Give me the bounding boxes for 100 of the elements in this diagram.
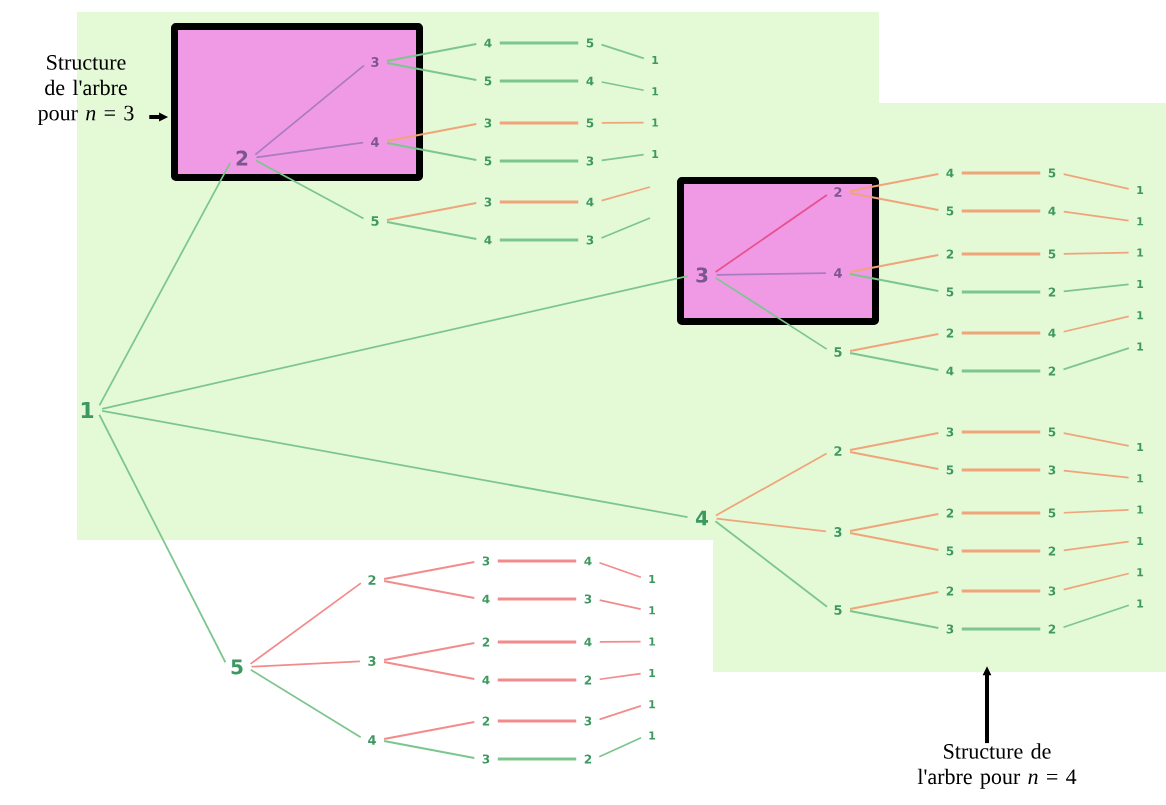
number-label: 5 xyxy=(231,659,243,675)
number-label: 2 xyxy=(946,249,954,259)
number-label: 3 xyxy=(584,716,592,726)
number-label: 4 xyxy=(484,38,492,48)
branch-line xyxy=(254,64,365,156)
number-label: 4 xyxy=(482,594,490,604)
number-label: 2 xyxy=(584,754,592,764)
branch-line xyxy=(849,351,939,372)
branch-line xyxy=(101,410,689,518)
number-label: 3 xyxy=(834,527,842,537)
branch-line xyxy=(600,186,651,202)
branch-line xyxy=(386,61,477,82)
number-label: 5 xyxy=(1048,508,1056,518)
branch-line xyxy=(1062,283,1130,293)
branch-line xyxy=(383,720,475,741)
branch-line xyxy=(961,209,1041,213)
number-label: 4 xyxy=(834,268,842,278)
branch-line xyxy=(383,579,475,600)
number-label: 3 xyxy=(482,556,490,566)
number-label: 2 xyxy=(834,446,842,456)
branch-line xyxy=(600,121,645,124)
branch-line xyxy=(600,43,645,60)
number-label: 1 xyxy=(649,575,656,583)
number-label: 4 xyxy=(946,366,954,376)
number-label: 5 xyxy=(834,605,842,615)
branch-line xyxy=(961,627,1041,631)
branch-line xyxy=(497,678,577,682)
branch-line xyxy=(1062,347,1130,371)
branch-line xyxy=(249,668,362,739)
annotation-text: Structure de l'arbre pour n = 4 xyxy=(917,743,1077,789)
branch-line xyxy=(1062,173,1130,190)
number-label: 3 xyxy=(484,197,492,207)
branch-line xyxy=(98,413,227,664)
branch-line xyxy=(497,597,577,601)
branch-line xyxy=(714,520,828,608)
number-label: 4 xyxy=(371,137,379,147)
number-label: 1 xyxy=(1137,568,1144,577)
number-label: 2 xyxy=(946,508,954,518)
number-label: 2 xyxy=(946,586,954,596)
branch-line xyxy=(1062,315,1130,333)
number-label: 1 xyxy=(1137,279,1144,288)
number-label: 3 xyxy=(946,427,954,437)
number-label: 3 xyxy=(584,594,592,604)
number-label: 2 xyxy=(482,716,490,726)
branch-line xyxy=(255,141,364,159)
number-label: 1 xyxy=(1137,342,1144,351)
branch-line xyxy=(1062,540,1130,552)
number-label: 2 xyxy=(1048,287,1056,297)
number-label: 2 xyxy=(482,637,490,647)
branch-line xyxy=(714,194,828,273)
branch-line xyxy=(383,739,475,760)
number-label: 2 xyxy=(1048,366,1056,376)
branch-line xyxy=(849,450,939,471)
branch-line xyxy=(383,560,475,581)
branch-line xyxy=(1062,572,1130,591)
branch-line xyxy=(598,640,642,643)
branch-line xyxy=(499,79,579,83)
number-label: 3 xyxy=(1048,586,1056,596)
number-label: 1 xyxy=(1137,186,1144,194)
branch-line xyxy=(600,217,651,239)
number-label: 5 xyxy=(1048,168,1056,178)
number-label: 2 xyxy=(1048,624,1056,634)
branch-line xyxy=(383,660,475,681)
number-label: 1 xyxy=(649,637,656,646)
number-label: 4 xyxy=(368,735,376,745)
branch-line xyxy=(715,452,828,517)
number-label: 4 xyxy=(586,76,594,86)
number-label: 5 xyxy=(586,118,594,128)
number-label: 3 xyxy=(484,118,492,128)
branch-line xyxy=(961,511,1041,515)
branch-line xyxy=(497,719,577,723)
branch-line xyxy=(961,468,1041,472)
branch-line xyxy=(598,561,642,579)
number-label: 4 xyxy=(1048,328,1056,338)
branch-line xyxy=(386,220,477,241)
number-label: 3 xyxy=(696,267,708,283)
number-label: 1 xyxy=(1137,474,1144,483)
number-label: 1 xyxy=(649,606,656,615)
number-label: 4 xyxy=(586,197,594,207)
branch-line xyxy=(600,81,645,92)
number-label: 1 xyxy=(1137,311,1144,320)
branch-line xyxy=(849,253,939,274)
number-label: 2 xyxy=(368,575,376,585)
number-label: 1 xyxy=(652,87,659,96)
number-label: 1 xyxy=(1137,443,1144,451)
branch-line xyxy=(383,641,475,662)
branch-line xyxy=(499,41,579,45)
branch-line xyxy=(598,736,642,758)
branch-line xyxy=(598,672,642,681)
branch-line xyxy=(499,159,579,163)
number-label: 5 xyxy=(946,287,954,297)
branch-line xyxy=(497,640,577,644)
branch-line xyxy=(499,200,579,204)
number-label: 5 xyxy=(1048,249,1056,259)
branch-line xyxy=(849,531,939,552)
number-label: 3 xyxy=(586,235,594,245)
branch-line xyxy=(849,609,939,630)
number-label: 2 xyxy=(1048,546,1056,556)
highlight-box xyxy=(677,177,879,325)
number-label: 1 xyxy=(649,668,656,677)
